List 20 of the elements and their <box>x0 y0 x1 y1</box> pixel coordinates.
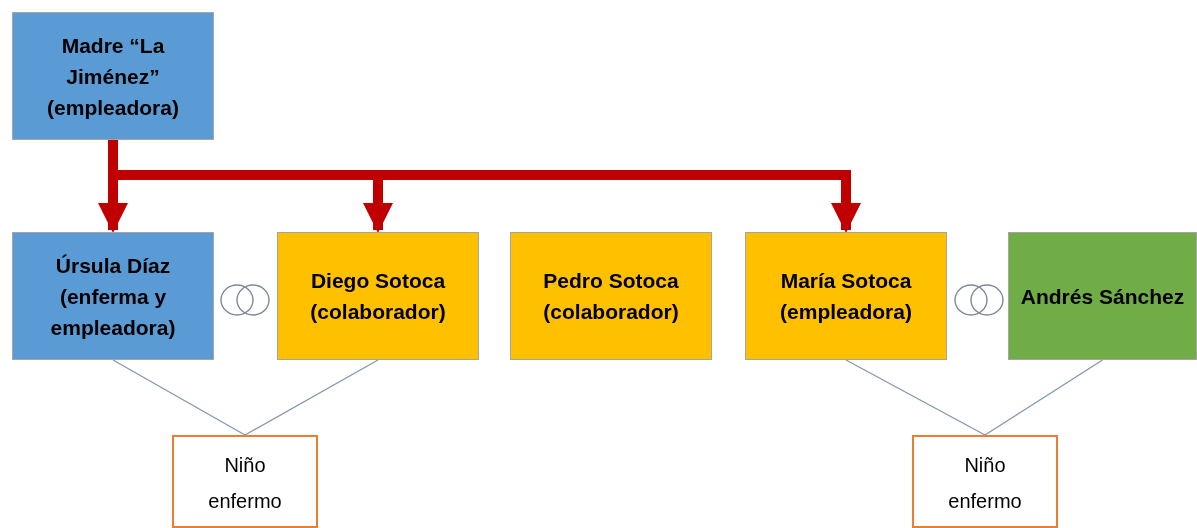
person-name: Andrés Sánchez <box>1020 283 1185 310</box>
person-box <box>12 232 214 360</box>
person-box <box>745 232 947 360</box>
person-box <box>277 232 479 360</box>
person-box <box>510 232 712 360</box>
connector-line <box>984 359 1104 436</box>
person-box <box>1008 232 1197 360</box>
person-name: Pedro Sotoca (colaborador) <box>542 268 680 325</box>
person-name: Diego Sotoca (colaborador) <box>309 268 447 325</box>
connector-line <box>112 359 246 436</box>
connector-line <box>845 359 986 436</box>
person-box <box>12 12 214 140</box>
person-name: Úrsula Díaz (enferma y empleadora) <box>49 252 177 341</box>
child-box <box>172 435 318 528</box>
child-label: Niño enfermo <box>207 453 283 514</box>
child-label: Niño enfermo <box>947 453 1023 514</box>
child-box <box>912 435 1058 528</box>
person-name: María Sotoca (empleadora) <box>779 268 913 325</box>
person-name: Madre “La Jiménez” (empleadora) <box>46 32 180 121</box>
connector-line <box>244 359 379 436</box>
